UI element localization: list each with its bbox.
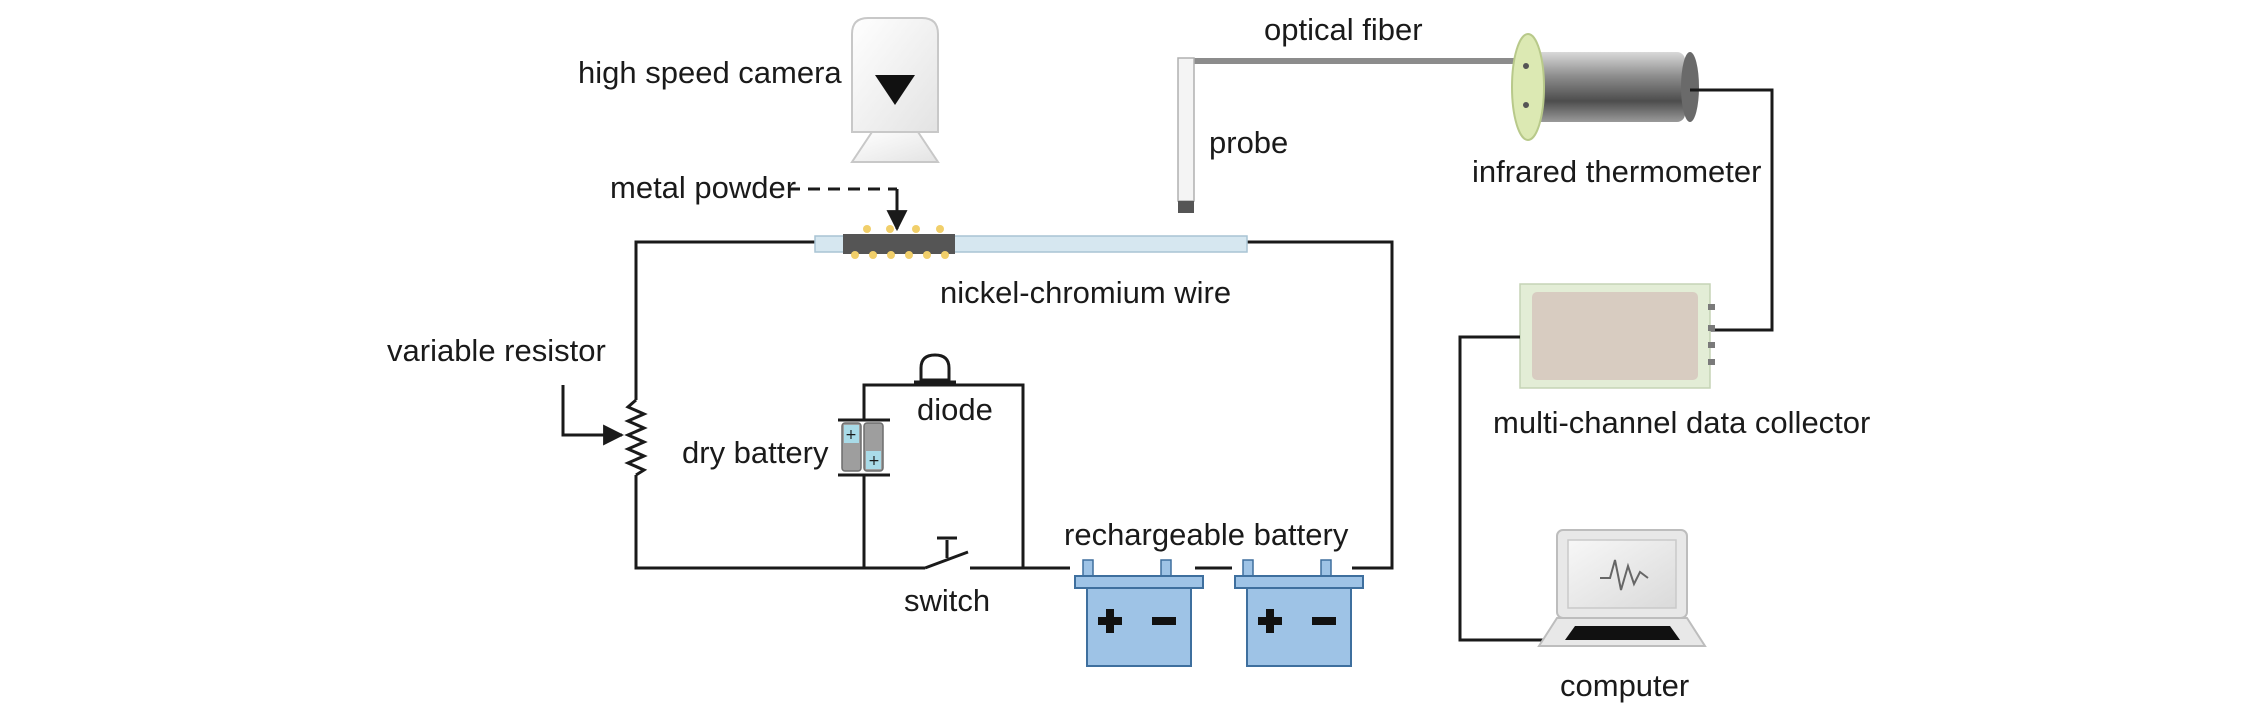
label-high-speed-camera: high speed camera: [578, 55, 842, 90]
metal-powder-pointer: [788, 187, 908, 232]
nickel-chromium-wire: [814, 225, 1248, 259]
label-diode: diode: [917, 392, 993, 427]
probe-tip: [1178, 201, 1194, 213]
label-dry-battery: dry battery: [682, 435, 829, 470]
label-metal-powder: metal powder: [610, 170, 796, 205]
label-rechargeable-battery: rechargeable battery: [1064, 517, 1349, 552]
car-battery-icon: [1234, 559, 1364, 667]
label-computer: computer: [1560, 668, 1689, 703]
wire-top-right: [1245, 240, 1394, 570]
switch-icon: [924, 536, 970, 576]
metal-powder-bed: [843, 234, 955, 254]
label-optical-fiber: optical fiber: [1264, 12, 1423, 47]
label-switch: switch: [904, 583, 990, 618]
optical-fiber-probe: [1177, 57, 1528, 213]
label-variable-resistor: variable resistor: [387, 333, 606, 368]
wire-collector-computer: [1458, 335, 1555, 642]
label-probe: probe: [1209, 125, 1288, 160]
label-infrared-thermometer: infrared thermometer: [1472, 154, 1761, 189]
car-battery-icon: [1074, 559, 1204, 667]
label-multi-channel-data-collector: multi-channel data collector: [1493, 405, 1870, 440]
diode-icon: [914, 353, 956, 384]
svg-text:+: +: [845, 427, 857, 443]
svg-text:+: +: [868, 453, 880, 469]
infrared-thermometer-icon: [1511, 33, 1699, 141]
optical-fiber: [1178, 58, 1528, 64]
wire-thermometer-collector: [1690, 88, 1774, 332]
laptop-icon: [1537, 529, 1707, 647]
high-speed-camera-icon: [850, 17, 940, 163]
dry-battery-icon: + +: [838, 418, 890, 477]
probe-rod: [1177, 57, 1195, 202]
label-nickel-chromium-wire: nickel-chromium wire: [940, 275, 1231, 310]
variable-resistor-icon: [561, 385, 648, 477]
data-collector-icon: [1519, 283, 1715, 389]
